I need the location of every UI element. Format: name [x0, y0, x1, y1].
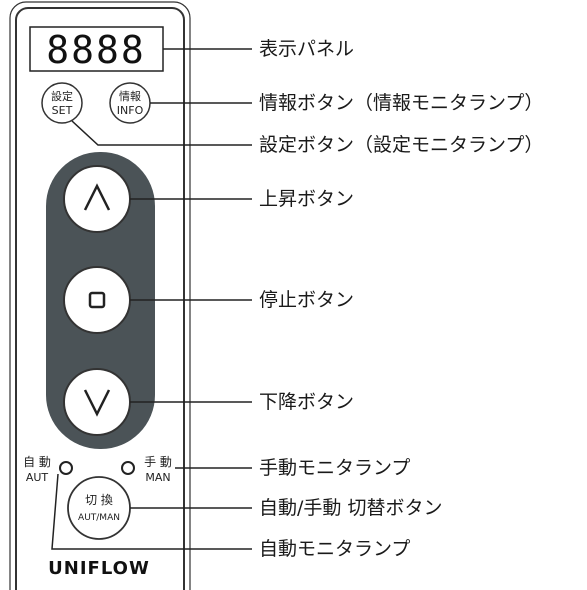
brand-logo: UNIFLOW [48, 558, 150, 579]
stop-button[interactable] [63, 266, 131, 334]
auto-lamp-label: 自 動 [23, 455, 51, 469]
callout-manual-monitor-lamp: 手動モニタランプ [259, 457, 411, 479]
settings-button-sublabel: SET [52, 104, 73, 117]
manual-lamp-sublabel: MAN [145, 471, 170, 484]
auto-monitor-lamp [59, 461, 73, 475]
callout-stop-button: 停止ボタン [259, 289, 355, 311]
chevron-up-icon [83, 183, 111, 211]
manual-lamp-label: 手 動 [144, 455, 172, 469]
display-panel [29, 26, 164, 72]
up-button[interactable] [63, 165, 131, 233]
chevron-down-icon [83, 389, 111, 417]
leader-settings-button [71, 120, 252, 146]
callout-auto-monitor-lamp: 自動モニタランプ [259, 538, 411, 560]
leader-auto-lamp [51, 473, 252, 550]
callout-display-panel: 表示パネル [259, 38, 355, 60]
down-button[interactable] [63, 368, 131, 436]
auto-manual-switch-button[interactable]: 切 換 AUT/MAN [67, 476, 131, 540]
settings-button-label: 設定 [51, 89, 73, 103]
leader-lines [51, 48, 252, 550]
callout-info-button: 情報ボタン（情報モニタランプ） [259, 92, 544, 114]
callout-up-button: 上昇ボタン [259, 188, 355, 210]
info-button[interactable]: 情報 INFO [109, 82, 151, 124]
info-button-label: 情報 [119, 90, 141, 103]
panel-outer-frame [9, 1, 191, 590]
switch-button-sublabel: AUT/MAN [78, 513, 120, 523]
manual-monitor-lamp [121, 461, 135, 475]
switch-button-label: 切 換 [85, 493, 113, 507]
stop-square-icon [88, 291, 106, 309]
display-digits: 8888 [46, 28, 146, 72]
callout-auto-manual-switch-button: 自動/手動 切替ボタン [259, 497, 443, 519]
callout-settings-button: 設定ボタン（設定モニタランプ） [259, 134, 544, 156]
settings-button[interactable]: 設定 SET [41, 82, 83, 124]
auto-lamp-sublabel: AUT [26, 471, 49, 484]
info-button-sublabel: INFO [117, 104, 144, 117]
callout-down-button: 下降ボタン [259, 391, 355, 413]
